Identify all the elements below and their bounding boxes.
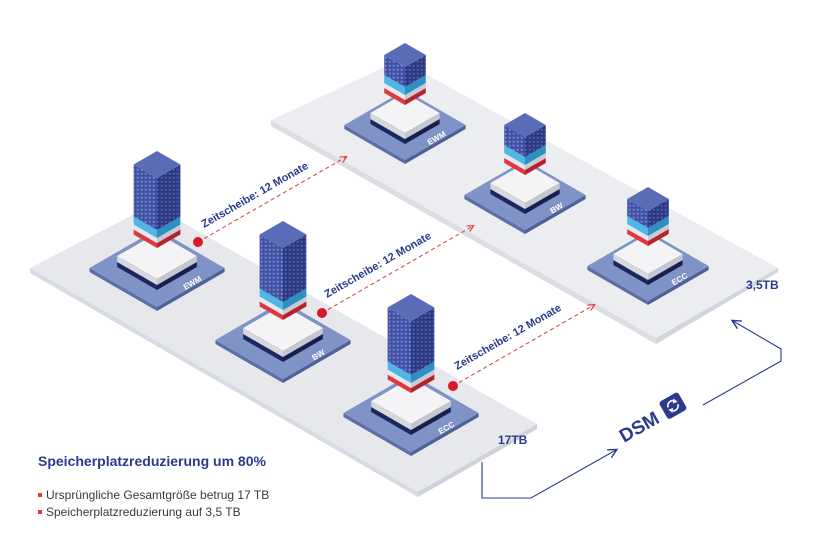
server-layer — [157, 229, 181, 248]
server-layer — [283, 296, 307, 315]
server-layer — [648, 216, 669, 236]
arrow-bw — [321, 226, 473, 314]
server-tower — [387, 307, 411, 375]
server-layer — [504, 153, 525, 170]
arrow-ecc — [452, 305, 594, 387]
server-tower — [525, 125, 546, 157]
server-layer — [411, 374, 435, 393]
server-layer — [411, 369, 435, 388]
server-layer — [627, 229, 648, 246]
server-layer — [648, 224, 669, 241]
server-tower — [627, 199, 648, 228]
server-unit: ECC — [587, 187, 709, 305]
refresh-icon — [667, 398, 679, 413]
server-layer — [525, 158, 546, 175]
server-layer — [504, 145, 525, 165]
server-layer — [384, 83, 405, 100]
server-layer — [133, 224, 157, 243]
server-tower — [259, 234, 283, 302]
server-tower — [648, 199, 669, 228]
server-tower-roof — [504, 113, 546, 137]
arrow-ewm — [197, 157, 346, 243]
server-layer — [133, 229, 157, 248]
server-layer — [627, 216, 648, 236]
server-layer — [259, 296, 283, 315]
server-tower — [384, 55, 405, 87]
server-layer — [387, 374, 411, 393]
server-tower — [504, 125, 525, 157]
dsm-logo-badge — [659, 392, 687, 419]
server-tower-roof — [387, 294, 435, 321]
server-unit: ECC — [343, 294, 479, 456]
server-tower — [157, 164, 181, 230]
server-layer — [384, 88, 405, 105]
server-layer — [648, 229, 669, 246]
server-platform — [243, 305, 323, 357]
server-unit: BW — [215, 221, 351, 383]
server-layer — [387, 369, 411, 388]
server-layer — [384, 75, 405, 95]
arrow-start-dot — [448, 381, 458, 391]
arrow-start-dot — [193, 237, 203, 247]
arrow-start-dot — [317, 308, 327, 318]
server-layer — [259, 288, 283, 310]
server-platform — [370, 93, 440, 139]
server-platform — [613, 234, 683, 280]
source-size-label: 17TB — [498, 433, 528, 447]
arrow-label-ecc: Zeitscheibe: 12 Monate — [453, 302, 564, 373]
server-unit: BW — [464, 113, 586, 234]
arrow-label-ewm: Zeitscheibe: 12 Monate — [200, 160, 311, 231]
dsm-flow-connector — [481, 321, 782, 499]
server-layer — [405, 75, 426, 95]
dsm-logo-text: DSM — [616, 408, 663, 447]
server-layer — [283, 288, 307, 310]
server-layer — [525, 145, 546, 165]
server-tower — [411, 307, 435, 375]
server-layer — [504, 158, 525, 175]
server-layer — [387, 361, 411, 383]
server-tower — [405, 55, 426, 87]
summary-bullets: Ursprüngliche Gesamtgröße betrug 17 TB S… — [38, 487, 269, 521]
server-layer — [405, 83, 426, 100]
server-tower-roof — [627, 187, 669, 211]
server-layer — [411, 361, 435, 383]
server-tower-roof — [133, 151, 181, 178]
server-layer — [283, 301, 307, 320]
server-layer — [133, 216, 157, 238]
server-tower-roof — [259, 221, 307, 248]
dsm-logo: DSM — [616, 392, 687, 447]
server-layer — [259, 301, 283, 320]
server-platform — [117, 233, 197, 285]
server-layer — [157, 216, 181, 238]
server-unit: EWM — [89, 151, 225, 311]
server-tower — [283, 234, 307, 302]
archive-arrows — [193, 157, 594, 391]
server-layer — [405, 88, 426, 105]
server-layer — [525, 153, 546, 170]
server-unit: EWM — [344, 43, 466, 164]
server-platform — [371, 378, 451, 430]
server-tower — [133, 164, 157, 230]
server-layer — [627, 224, 648, 241]
server-layer — [157, 224, 181, 243]
summary-bullet: Speicherplatzreduzierung auf 3,5 TB — [38, 504, 269, 521]
arrow-label-bw: Zeitscheibe: 12 Monate — [323, 230, 434, 301]
summary-bullet: Ursprüngliche Gesamtgröße betrug 17 TB — [38, 487, 269, 504]
server-platform — [490, 163, 560, 209]
server-tower-roof — [384, 43, 426, 67]
summary-headline: Speicherplatzreduzierung um 80% — [38, 453, 266, 469]
target-size-label: 3,5TB — [746, 278, 779, 292]
